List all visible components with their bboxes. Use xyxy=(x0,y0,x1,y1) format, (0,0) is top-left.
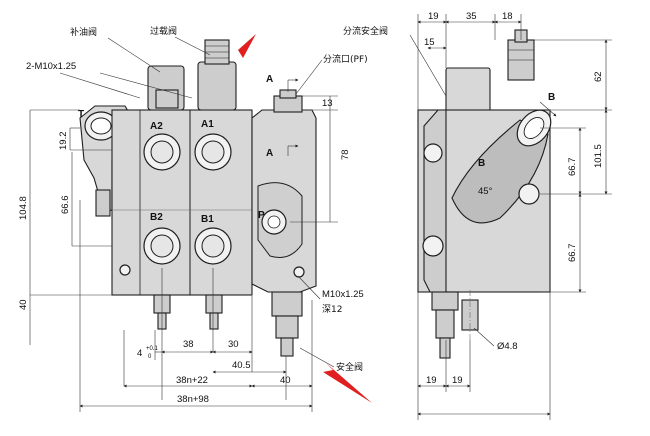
safety-valve-body xyxy=(271,291,303,317)
dim-38n22: 38n+22 xyxy=(176,375,208,386)
side-spool xyxy=(431,291,459,311)
relief-valve-label: 补油阀 xyxy=(70,26,97,38)
side-dim-35: 35 xyxy=(466,11,477,22)
overload-valve-label: 过载阀 xyxy=(150,25,177,37)
side-valve-cap xyxy=(445,67,491,113)
section-b-label: B xyxy=(478,158,485,169)
section-b-side: B xyxy=(548,92,555,103)
t-port-stud xyxy=(95,189,111,217)
front-view xyxy=(79,39,317,357)
section-a-mid: A xyxy=(266,148,273,159)
safety-valve-label: 安全阀 xyxy=(336,361,363,373)
port-p-label: P xyxy=(258,210,265,221)
safety-valve-stem xyxy=(280,337,294,357)
side-dia-4-8: Ø4.8 xyxy=(497,341,518,352)
angle-label: 45° xyxy=(478,186,493,197)
thread-bottom-label: M10x1.25 xyxy=(322,289,364,300)
overload-valve-cap xyxy=(197,61,237,111)
spool-right xyxy=(205,294,223,314)
side-dim-66-7-b: 66.7 xyxy=(567,244,578,263)
dim-38: 38 xyxy=(183,339,194,350)
side-bolt-upper xyxy=(423,143,443,163)
valve-body xyxy=(111,109,253,296)
dim-4-tol-dn: 0 xyxy=(148,354,152,360)
dim-40-bottom: 40 xyxy=(280,375,291,386)
dim-30: 30 xyxy=(228,339,239,350)
port-b1-label: B1 xyxy=(201,214,214,225)
dim-104-8: 104.8 xyxy=(18,196,29,220)
dim-13: 13 xyxy=(322,98,333,109)
diverter-safety-valve-label: 分流安全阀 xyxy=(343,25,388,37)
side-bolt-right xyxy=(518,183,540,205)
depth-label: 深12 xyxy=(322,304,342,315)
side-dim-19-top: 19 xyxy=(428,11,439,22)
dim-38n98: 38n+98 xyxy=(177,394,209,405)
thread-top-label: 2-M10x1.25 xyxy=(26,61,76,72)
port-a2-label: A2 xyxy=(150,121,163,132)
dim-40-5: 40.5 xyxy=(232,360,251,371)
dim-66-6: 66.6 xyxy=(60,196,71,215)
inclined-channel xyxy=(451,119,549,224)
dim-4: 4 xyxy=(137,348,142,359)
side-dim-66-7-a: 66.7 xyxy=(567,158,578,177)
port-a1-label: A1 xyxy=(201,119,214,130)
side-dim-101-5: 101.5 xyxy=(593,144,604,168)
side-dim-19-b1: 19 xyxy=(426,375,437,386)
diverter-port-label: 分流口(PF) xyxy=(323,53,368,65)
port-t-label: T xyxy=(78,109,84,120)
section-a-top: A xyxy=(266,74,273,85)
dim-40-left: 40 xyxy=(18,299,29,310)
side-bolt-lower xyxy=(422,235,444,257)
side-view xyxy=(417,29,552,359)
dim-19-2: 19.2 xyxy=(58,132,69,151)
side-dim-62: 62 xyxy=(593,71,604,82)
side-dim-19-b2: 19 xyxy=(452,375,463,386)
side-dim-15: 15 xyxy=(424,37,435,48)
side-dim-18: 18 xyxy=(502,11,513,22)
body-bolt xyxy=(119,264,131,276)
red-arrow-bottom xyxy=(323,363,372,403)
dim-4-tol-up: +0.1 xyxy=(146,346,159,352)
port-b2-label: B2 xyxy=(150,212,163,223)
red-arrow-top xyxy=(238,34,256,58)
dim-78: 78 xyxy=(340,149,351,160)
